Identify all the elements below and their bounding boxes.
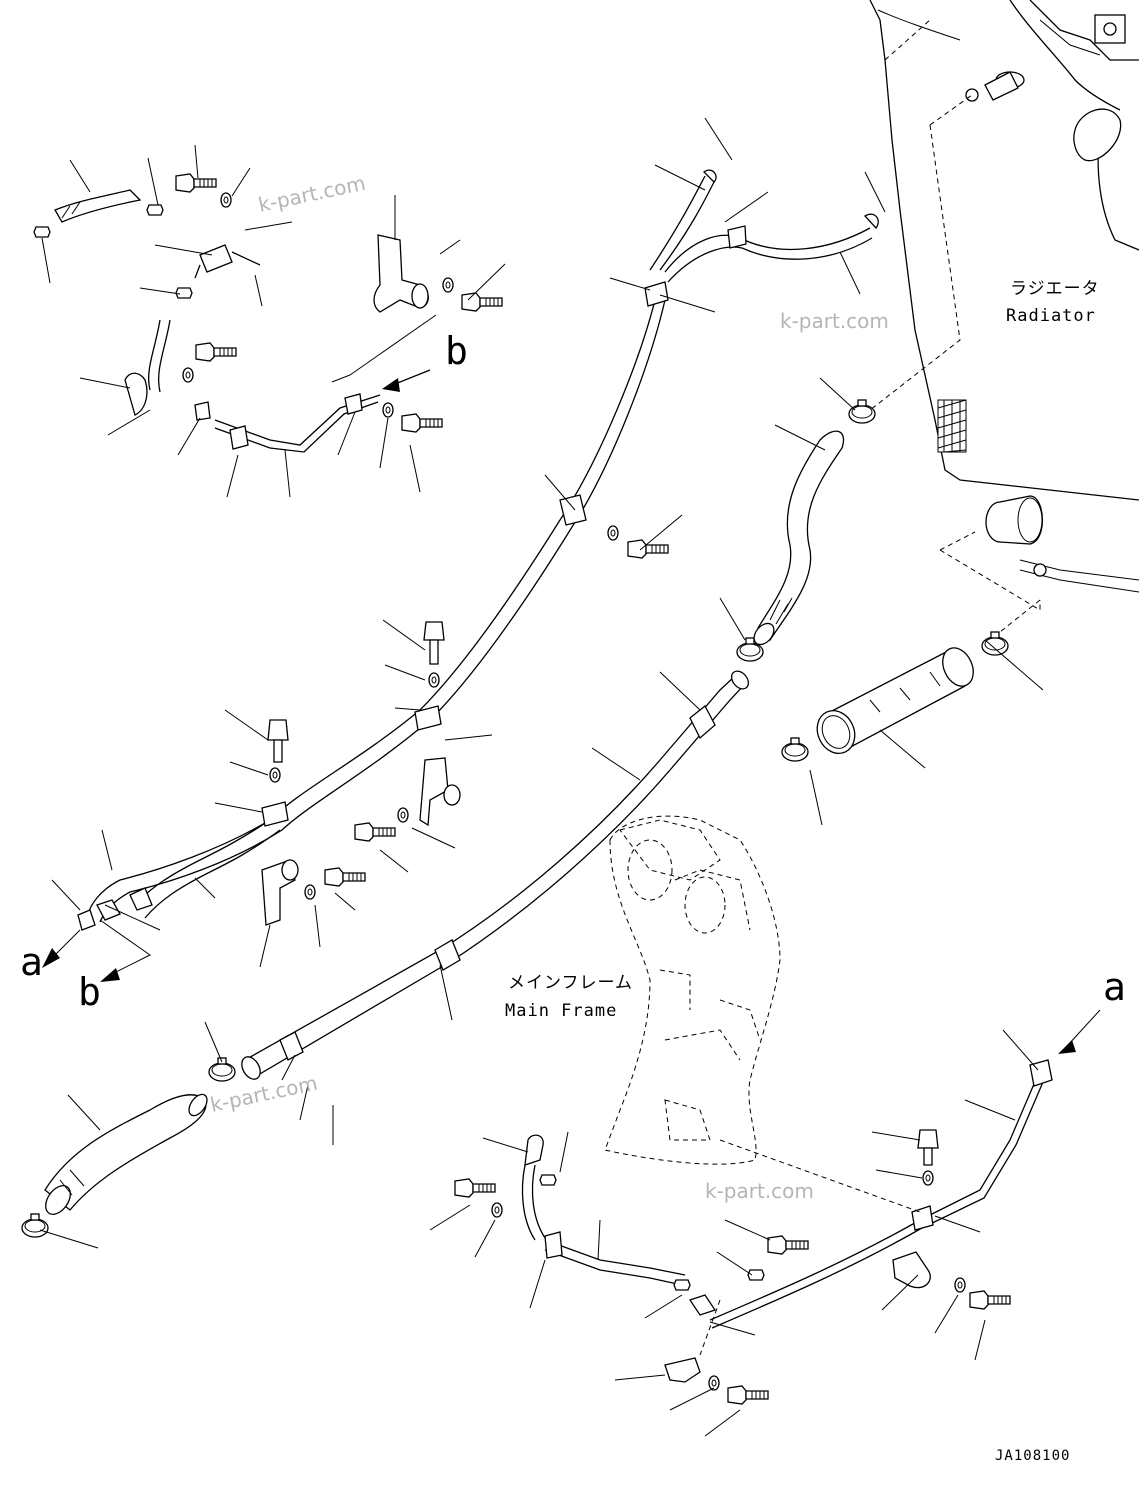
bottom-radiator-hose [781,631,1009,762]
watermark-4: k-part.com [705,1179,814,1203]
lower-center-assembly [454,1059,1053,1405]
mid-fasteners [261,525,669,926]
radiator-core-hatch [937,399,967,453]
radiator-label-ja: ラジエータ [1010,279,1100,299]
main-frame-label-ja: メインフレーム [508,973,633,993]
radiator-label-en: Radiator [1006,306,1096,326]
main-frame-outline [604,815,781,1165]
watermark-1: k-part.com [256,171,368,217]
radiator-outline [864,0,1139,633]
drawing-number: JA108100 [995,1448,1070,1464]
leader-lines [39,117,1101,1437]
lower-left-hose [21,1093,208,1238]
ref-label-b-left: b [78,970,101,1014]
coolant-pipe-main [208,637,764,1082]
watermark-2: k-part.com [780,309,889,333]
ref-label-a-left: a [20,940,43,984]
top-left-hose-assembly [33,173,503,453]
main-frame-label-en: Main Frame [505,1001,617,1021]
ref-label-a-right: a [1103,965,1126,1009]
upper-radiator-hose [753,399,876,646]
ref-label-b-top: b [445,329,468,373]
twin-tubes [77,169,879,931]
